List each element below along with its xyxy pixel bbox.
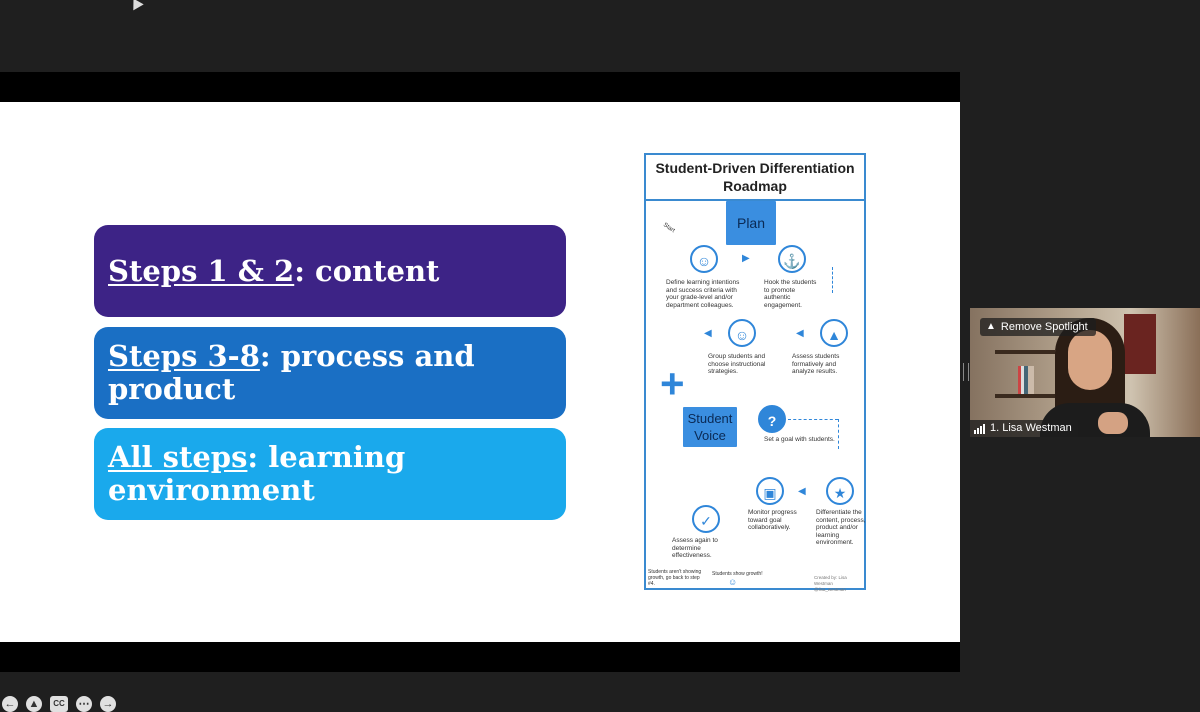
arrow-left-icon[interactable]: ← (2, 696, 18, 712)
screen-share-area: Steps 1 & 2: content Steps 3-8: process … (0, 72, 960, 712)
step-7-text: Monitor progress toward goal collaborati… (748, 509, 797, 531)
captions-icon[interactable]: CC (50, 696, 68, 712)
box-2-text: : process and product (108, 339, 475, 406)
arrow-right-icon[interactable]: → (100, 696, 116, 712)
slide-toolbar: ← ▲ CC ⋯ → (2, 696, 116, 712)
arrow-right-icon: ▶ (742, 253, 750, 264)
student-voice-tag: Student Voice (683, 407, 737, 447)
remove-spotlight-label: Remove Spotlight (1000, 321, 1088, 333)
presentation-slide: Steps 1 & 2: content Steps 3-8: process … (0, 102, 960, 642)
step-5-text: Set a goal with students. (764, 436, 835, 443)
collaborators-icon: ☺ (690, 245, 718, 273)
box-3-title: All steps (108, 440, 248, 474)
smile-icon: ☺ (728, 577, 738, 587)
checkbox-icon: ✓ (692, 505, 720, 533)
all-steps-box: All steps: learning environment (94, 428, 566, 520)
outcome-right-text: Students show growth! (712, 571, 763, 577)
infographic-title: Student-Driven Differentiation Roadmap (646, 155, 864, 201)
plus-icon: + (660, 360, 685, 407)
box-1-text: : content (294, 253, 440, 288)
participant-name-tag: 1. Lisa Westman (970, 420, 1078, 437)
connector-line (832, 267, 833, 293)
pointer-icon[interactable]: ▲ (26, 696, 42, 712)
remove-spotlight-button[interactable]: ▲ Remove Spotlight (980, 318, 1096, 336)
start-label: Start (661, 222, 676, 235)
mouse-cursor-icon (128, 0, 144, 11)
arrow-left-icon: ◀ (704, 328, 712, 339)
group-icon: ☺ (728, 319, 756, 347)
panel-resize-handle[interactable] (963, 363, 969, 381)
more-icon[interactable]: ⋯ (76, 696, 92, 712)
signal-bars-icon (974, 423, 985, 434)
arrow-left-icon: ◀ (796, 328, 804, 339)
step-4-text: Group students and choose instructional … (708, 353, 766, 375)
roadmap-infographic: Student-Driven Differentiation Roadmap S… (644, 153, 866, 592)
steps-3-8-box: Steps 3-8: process and product (94, 327, 566, 419)
step-1-text: Define learning intentions and success c… (666, 279, 740, 309)
box-3-text: : learning environment (108, 440, 406, 507)
steps-1-2-box: Steps 1 & 2: content (94, 225, 566, 317)
arrow-left-icon: ◀ (798, 486, 806, 497)
plan-tag: Plan (726, 201, 776, 245)
step-6-text: Differentiate the content, process, prod… (816, 509, 866, 546)
participant-video-tile[interactable]: ▲ Remove Spotlight 1. Lisa Westman (970, 308, 1200, 437)
step-3-text: Assess students formatively and analyze … (792, 353, 840, 375)
credit-text: Created by: Lisa Westman @lisa_westman (814, 575, 847, 592)
chart-growth-icon: ▲ (820, 319, 848, 347)
lightbulb-icon: ★ (826, 477, 854, 505)
participant-name: 1. Lisa Westman (990, 422, 1072, 434)
outcome-left-text: Students aren't showing growth, go back … (648, 569, 702, 587)
step-2-text: Hook the students to promote authentic e… (764, 279, 817, 309)
monitor-icon: ▣ (756, 477, 784, 505)
step-8-text: Assess again to determine effectiveness. (672, 537, 718, 559)
anchor-icon: ⚓ (778, 245, 806, 273)
question-icon: ? (758, 405, 786, 433)
box-1-title: Steps 1 & 2 (108, 253, 295, 288)
connector-line (788, 419, 838, 420)
pin-icon: ▲ (986, 321, 996, 332)
connector-line (838, 419, 839, 449)
box-2-title: Steps 3-8 (108, 339, 260, 373)
